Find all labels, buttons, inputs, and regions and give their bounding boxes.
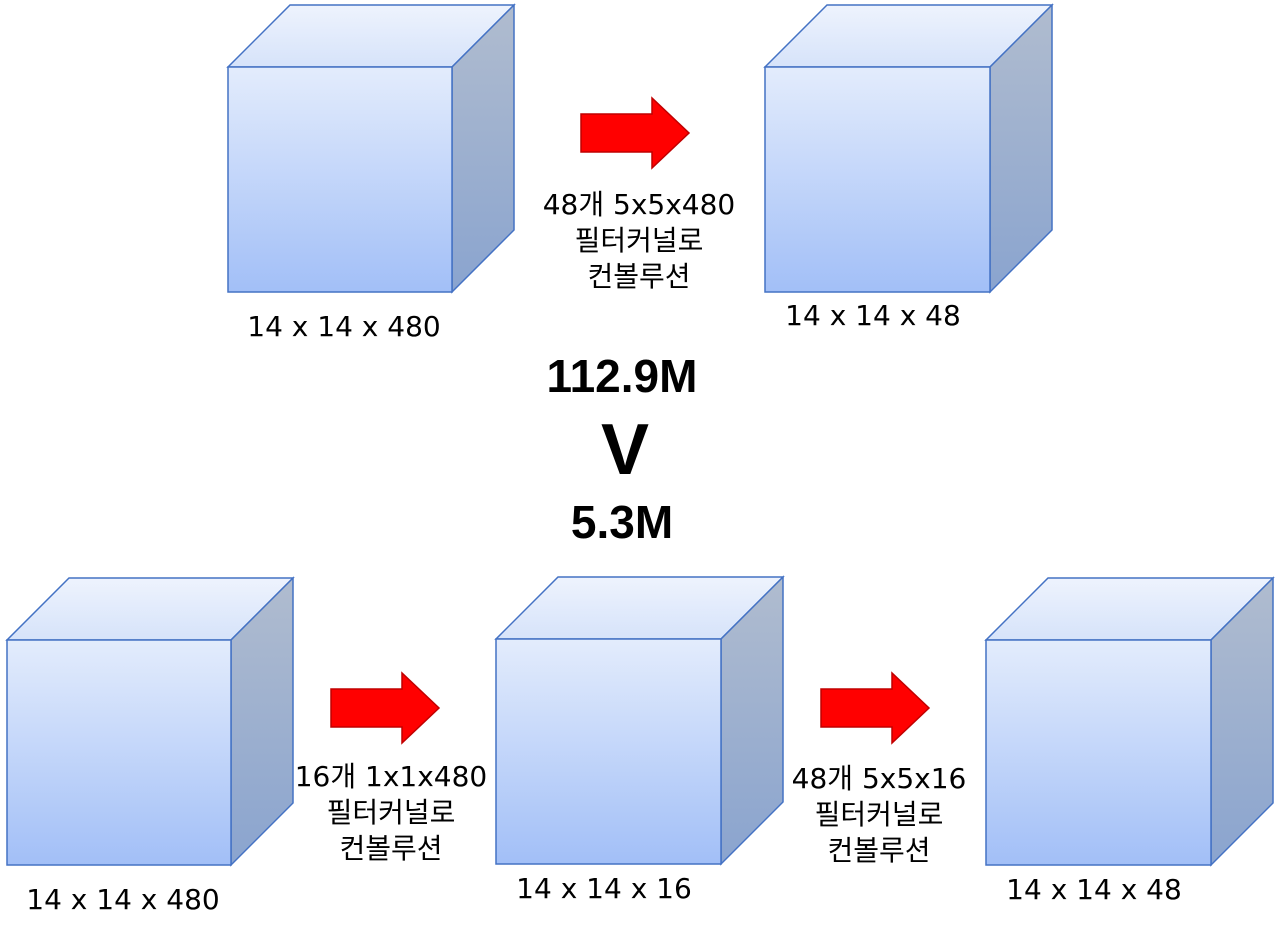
top-conv-line-3: 컨볼루션 [587,260,691,293]
bottom-conv1-line-1: 16개 1x1x480 [294,760,488,793]
top-conv-line-1: 48개 5x5x480 [542,188,736,221]
comparison-symbol: V [600,410,650,490]
bottom-conv1-line-3: 컨볼루션 [339,832,443,865]
bottom-conv2-line-3: 컨볼루션 [827,834,931,867]
cube-bottom-middle [494,575,785,866]
bottom-input-dims-label: 14 x 14 x 480 [26,883,220,916]
arrow-bottom-2 [820,671,931,745]
bottom-middle-dims-label: 14 x 14 x 16 [516,872,692,905]
cube-top-input [226,3,516,294]
cube-top-output [763,3,1054,294]
bottom-conv2-line-2: 필터커널로 [814,798,944,831]
bottom-conv1-line-2: 필터커널로 [326,796,456,829]
top-conv-line-2: 필터커널로 [574,224,704,257]
bottom-output-dims-label: 14 x 14 x 48 [1006,873,1182,906]
top-input-dims-label: 14 x 14 x 480 [247,310,441,343]
arrow-top [580,96,691,170]
cube-bottom-input [5,576,295,867]
bottom-conv2-description: 48개 5x5x16 필터커널로 컨볼루션 [792,761,967,869]
arrow-bottom-1 [330,671,441,745]
top-conv-description: 48개 5x5x480 필터커널로 컨볼루션 [543,187,736,295]
top-output-dims-label: 14 x 14 x 48 [785,299,961,332]
bottom-conv1-description: 16개 1x1x480 필터커널로 컨볼루션 [295,759,488,867]
cube-bottom-output [984,576,1275,867]
bottom-conv2-line-1: 48개 5x5x16 [791,762,967,795]
bottom-ops-count: 5.3M [570,496,674,548]
top-ops-count: 112.9M [546,350,698,402]
